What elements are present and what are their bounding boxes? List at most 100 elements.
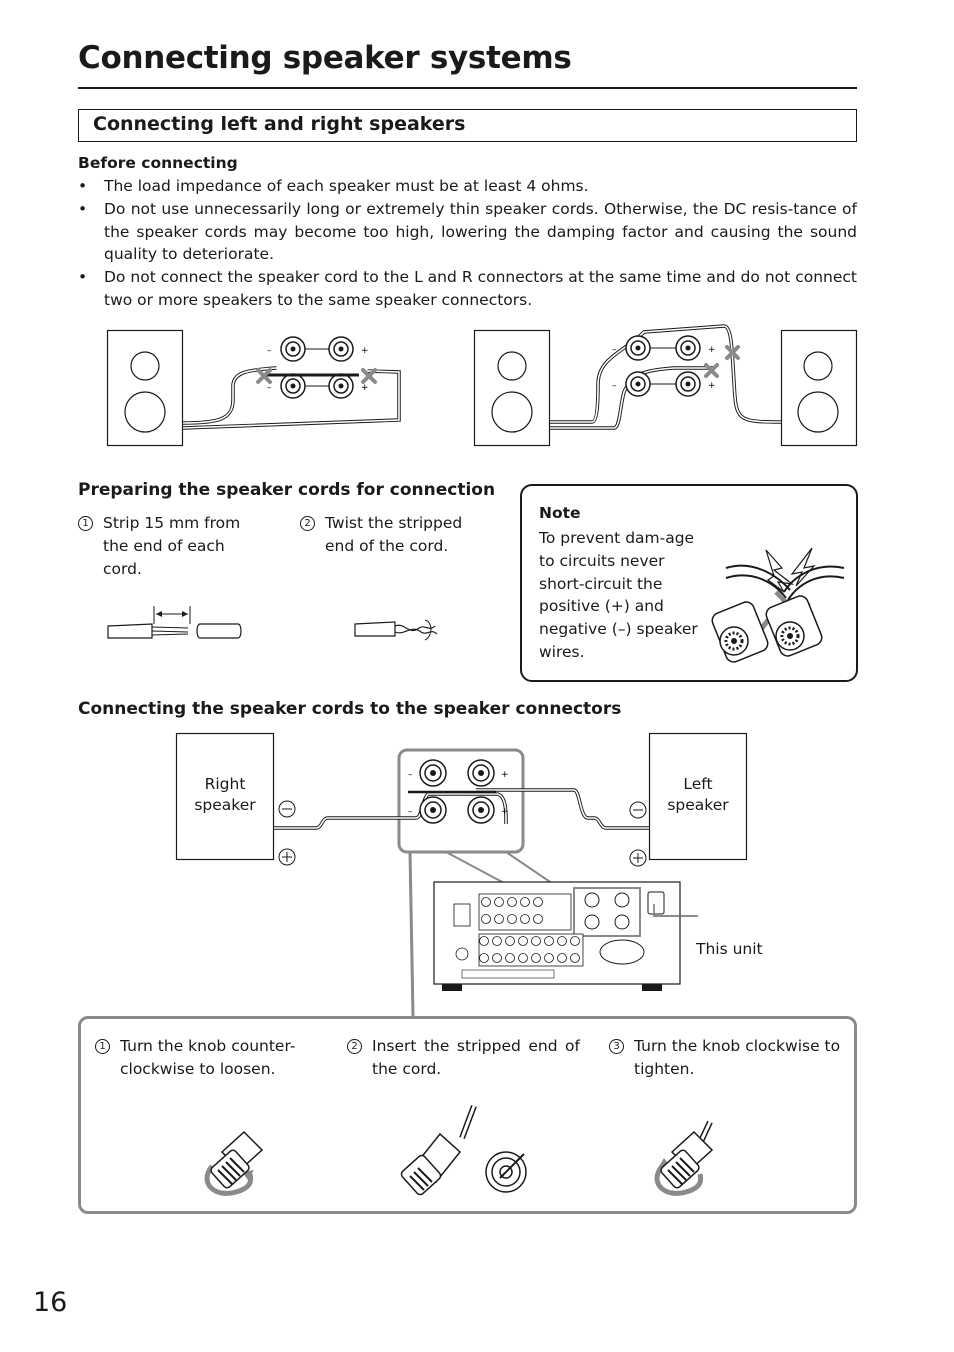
amplifier-rear-panel	[433, 881, 698, 991]
terminal-knob-icon	[711, 601, 769, 663]
rca-jack-icon	[557, 936, 567, 946]
insert-cord-icon	[400, 1104, 527, 1196]
wrong-connection-diagram-left: – + – +	[106, 329, 401, 447]
before-connecting-list: • The load impedance of each speaker must…	[78, 175, 857, 312]
step-text: Turn the knob counter-clockwise to loose…	[120, 1037, 296, 1078]
rca-jack-icon	[544, 953, 554, 963]
plus-mark: +	[361, 383, 369, 393]
note-text: To prevent dam-age to circuits never sho…	[539, 529, 698, 661]
rca-jack-icon	[557, 953, 567, 963]
knob-step-1: 1 Turn the knob counter-clockwise to loo…	[95, 1035, 325, 1085]
left-speaker-label: Left speaker	[667, 775, 729, 814]
rca-jack-icon	[531, 936, 541, 946]
prep-step-1: 1 Strip 15 mm from the end of each cord.	[78, 512, 268, 582]
rca-jack-icon	[520, 914, 530, 924]
this-unit-label: This unit	[696, 940, 763, 958]
stripped-cord-illustration	[107, 606, 242, 639]
rca-jack-icon	[479, 953, 489, 963]
page-title: Connecting speaker systems	[78, 40, 572, 76]
preparing-heading: Preparing the speaker cords for connecti…	[78, 480, 496, 500]
rca-jack-icon	[518, 953, 528, 963]
minus-symbol-icon	[278, 800, 296, 818]
rca-jack-icon	[494, 914, 504, 924]
cross-mark-icon	[704, 363, 719, 378]
loosen-knob-icon	[204, 1130, 264, 1196]
minus-mark: –	[267, 346, 272, 356]
minus-mark: –	[408, 770, 413, 780]
minus-mark: –	[408, 807, 413, 817]
section-header: Connecting left and right speakers	[78, 109, 857, 142]
step-text: Twist the stripped end of the cord.	[325, 514, 463, 555]
bullet-dot: •	[78, 177, 88, 195]
rca-jack-icon	[492, 953, 502, 963]
minus-symbol-icon	[629, 801, 647, 819]
spark-icon	[765, 547, 816, 593]
page-number: 16	[33, 1287, 68, 1318]
knob-steps-box	[78, 1016, 857, 1214]
step-number: 1	[95, 1039, 110, 1054]
bullet-item: • The load impedance of each speaker must…	[78, 175, 857, 198]
prep-step-2: 2 Twist the stripped end of the cord.	[300, 512, 500, 562]
connecting-heading: Connecting the speaker cords to the spea…	[78, 699, 622, 719]
step-text: Insert the stripped end of the cord.	[372, 1037, 580, 1078]
rca-jack-icon	[531, 953, 541, 963]
cross-mark-icon	[361, 368, 377, 384]
rca-jack-icon	[481, 914, 491, 924]
plus-mark: +	[708, 345, 716, 355]
twisted-cord-illustration	[354, 619, 438, 641]
rca-jack-icon	[492, 936, 502, 946]
bullet-text: The load impedance of each speaker must …	[104, 177, 589, 195]
rca-jack-icon	[520, 897, 530, 907]
plus-mark: +	[501, 770, 509, 780]
plus-symbol-icon	[278, 848, 296, 866]
cross-mark-icon	[256, 368, 272, 384]
rca-jack-icon	[479, 936, 489, 946]
rca-jack-icon	[570, 936, 580, 946]
rca-jack-icon	[507, 897, 517, 907]
knob-step-2: 2 Insert the stripped end of the cord.	[347, 1035, 587, 1085]
bullet-item: •Do not use unnecessarily long or extrem…	[78, 198, 857, 266]
rca-jack-icon	[507, 914, 517, 924]
step-number: 2	[347, 1039, 362, 1054]
terminal-block	[265, 333, 368, 401]
bullet-dot: •	[78, 199, 88, 218]
rca-jack-icon	[505, 953, 515, 963]
before-connecting-heading: Before connecting	[78, 154, 238, 172]
knob-step-3: 3 Turn the knob clockwise to tighten.	[609, 1035, 849, 1085]
short-circuit-warning-illustration	[711, 547, 845, 663]
speaker-connection-diagram: – + – +	[175, 732, 748, 1017]
section-title: Connecting left and right speakers	[93, 113, 466, 135]
note-box: Note To prevent dam-age to circuits neve…	[520, 484, 858, 682]
plus-mark: +	[501, 807, 509, 817]
minus-mark: –	[267, 383, 272, 393]
bullet-item: • Do not connect the speaker cord to the …	[78, 266, 857, 312]
step-number: 1	[78, 516, 93, 531]
rca-jack-icon	[494, 897, 504, 907]
rear-panel-jacks	[479, 897, 580, 963]
step-number: 3	[609, 1039, 624, 1054]
step-number: 2	[300, 516, 315, 531]
rca-jack-icon	[481, 897, 491, 907]
rca-jack-icon	[533, 897, 543, 907]
rca-jack-icon	[533, 914, 543, 924]
tighten-knob-icon	[654, 1120, 714, 1196]
plus-mark: +	[361, 346, 369, 356]
note-heading: Note	[539, 504, 581, 522]
step-text: Turn the knob clockwise to tighten.	[634, 1037, 841, 1078]
minus-mark: –	[612, 345, 617, 355]
rca-jack-icon	[544, 936, 554, 946]
rca-jack-icon	[518, 936, 528, 946]
bullet-text: Do not connect the speaker cord to the L…	[104, 268, 857, 309]
wrong-connection-diagram-right: – + – +	[473, 324, 858, 447]
minus-mark: –	[612, 381, 617, 391]
rca-jack-icon	[570, 953, 580, 963]
plus-symbol-icon	[629, 849, 647, 867]
right-speaker-label: Right speaker	[194, 775, 256, 814]
terminal-knob-icon	[765, 595, 823, 657]
title-rule	[78, 87, 857, 89]
bullet-dot: •	[78, 268, 88, 287]
rca-jack-icon	[505, 936, 515, 946]
cross-mark-icon	[725, 345, 740, 360]
plus-mark: +	[708, 381, 716, 391]
step-text: Strip 15 mm from the end of each cord.	[103, 514, 241, 578]
